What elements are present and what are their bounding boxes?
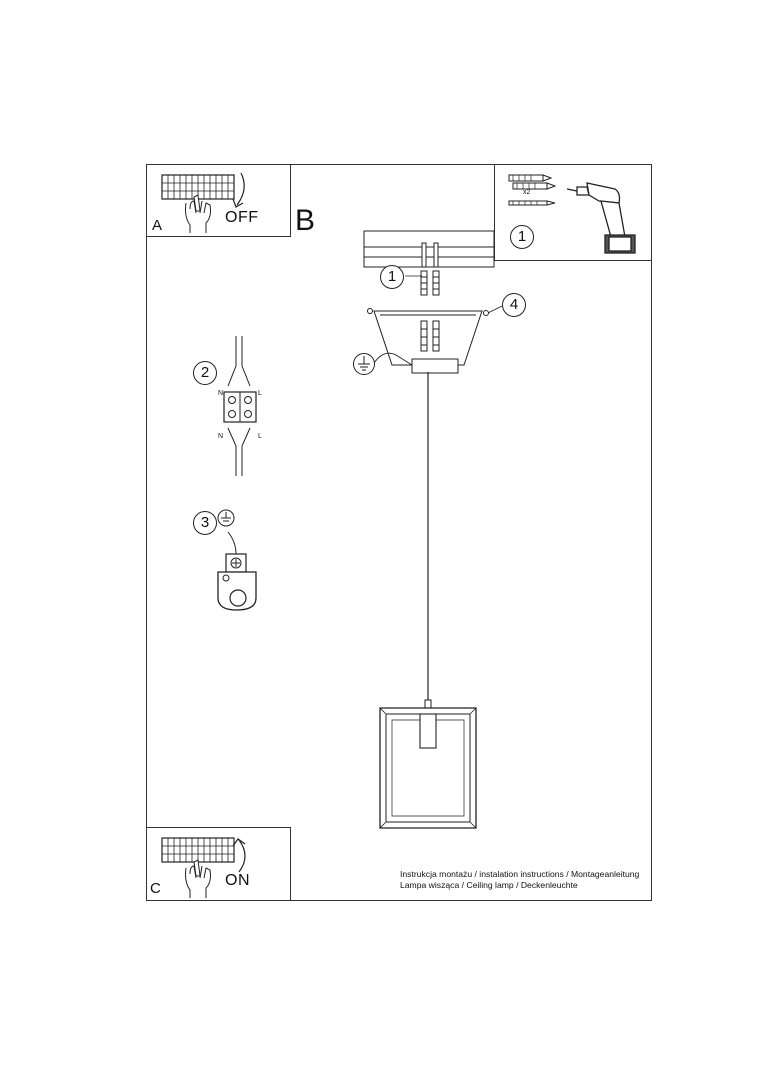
switch-label-on: ON [225,872,250,889]
screw-icon [420,242,440,296]
label-n-bottom: N [218,433,224,440]
arrow-icon [232,172,245,208]
power-switch-icon [161,837,235,898]
ceiling-mount-diagram [363,230,495,374]
panel-letter-c: C [150,880,161,897]
terminal-block-icon [223,336,257,476]
panel-c-switch-on: ON C [146,827,291,901]
arrow-icon [232,838,246,873]
hand-icon [185,859,211,898]
panel-a-switch-off: OFF A [146,164,291,237]
quantity-label: x2 [523,189,531,196]
pendant-lamp [379,372,477,829]
switch-label-off: OFF [225,209,259,226]
step-number-tools: 1 [510,225,534,249]
caption-line-1: Instrukcja montażu / instalation instruc… [400,869,640,879]
step-number-screws: 4 [502,293,526,317]
power-switch-icon [161,174,235,233]
panel-letter-a: A [152,217,163,234]
panel-letter-b: B [295,204,316,237]
label-n-top: N [218,390,224,397]
step-number-connector: 2 [193,361,217,385]
label-l-top: L [258,390,262,397]
step-number-ground: 3 [193,511,217,535]
step-number-wall-plugs: 1 [380,265,404,289]
ground-terminal-icon [217,509,257,611]
instruction-frame [146,164,652,901]
panel-tools: x2 1 [494,164,652,261]
label-l-bottom: L [258,433,262,440]
caption-line-2: Lampa wisząca / Ceiling lamp / Deckenleu… [400,880,578,890]
hand-icon [185,194,211,233]
ground-symbol-icon [353,353,375,375]
wall-plug-icon [508,174,557,206]
drill-icon [566,182,636,254]
